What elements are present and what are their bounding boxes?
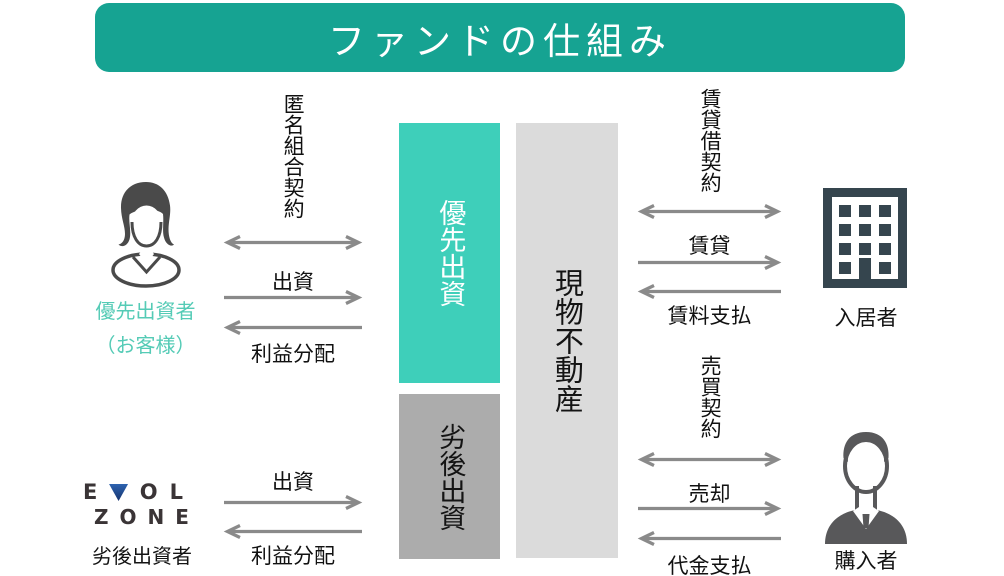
male-person-icon: [825, 432, 907, 544]
forward-arrow-icon: [638, 255, 782, 270]
forward-arrow-icon: [224, 290, 363, 305]
investment-label-bottom: 出資: [272, 470, 314, 494]
sale-contract-label: 売買契約: [698, 355, 723, 439]
resident-label: 入居者: [834, 306, 898, 330]
title-banner: ファンドの仕組み: [95, 3, 905, 72]
mutual-arrow-icon: [637, 452, 782, 467]
physical-real-estate-box-label: 現物不動産: [550, 268, 585, 413]
priority-investor-subname: （お客様）: [95, 333, 196, 357]
anonymous-partnership-contract-label: 匿名組合契約: [281, 93, 306, 219]
subordinated-investment-box-label: 劣後出資: [434, 422, 466, 531]
investment-label-top: 出資: [272, 270, 314, 294]
priority-investor-name: 優先出資者: [95, 299, 196, 323]
priority-investment-box-label: 優先出資: [434, 199, 466, 307]
subordinated-investment-box: 劣後出資: [399, 394, 500, 559]
logo-line2: ZONE: [94, 505, 200, 529]
physical-real-estate-box: 現物不動産: [516, 123, 618, 558]
back-arrow-icon: [637, 531, 781, 546]
priority-investment-box: 優先出資: [399, 123, 500, 383]
lease-label: 賃貸: [688, 234, 731, 258]
mutual-arrow-icon: [637, 204, 782, 219]
profit-distribution-label-bottom: 利益分配: [251, 544, 335, 568]
female-person-icon: [111, 182, 181, 288]
logo-line1: E OL: [83, 479, 195, 504]
lease-contract-label: 賃貸借契約: [698, 88, 723, 193]
evol-zone-logo: E OL ZONE: [83, 479, 200, 530]
building-icon: [823, 188, 907, 288]
logo-v-icon: [109, 484, 129, 501]
mutual-arrow-icon: [223, 235, 363, 250]
rent-payment-label: 賃料支払: [667, 304, 752, 328]
subordinated-investor-label: 劣後出資者: [92, 544, 192, 568]
back-arrow-icon: [223, 320, 362, 335]
page-title: ファンドの仕組み: [328, 19, 672, 63]
forward-arrow-icon: [638, 501, 782, 516]
priority-investor-label: 優先出資者 （お客様）: [63, 294, 228, 362]
back-arrow-icon: [223, 524, 362, 539]
logo-letter-e: E: [83, 479, 98, 504]
payment-label: 代金支払: [667, 554, 752, 576]
sale-label: 売却: [688, 482, 731, 506]
back-arrow-icon: [637, 284, 781, 299]
logo-letters-ol: OL: [139, 479, 195, 504]
buyer-label: 購入者: [834, 549, 898, 573]
forward-arrow-icon: [224, 495, 363, 510]
profit-distribution-label-top: 利益分配: [251, 342, 335, 366]
